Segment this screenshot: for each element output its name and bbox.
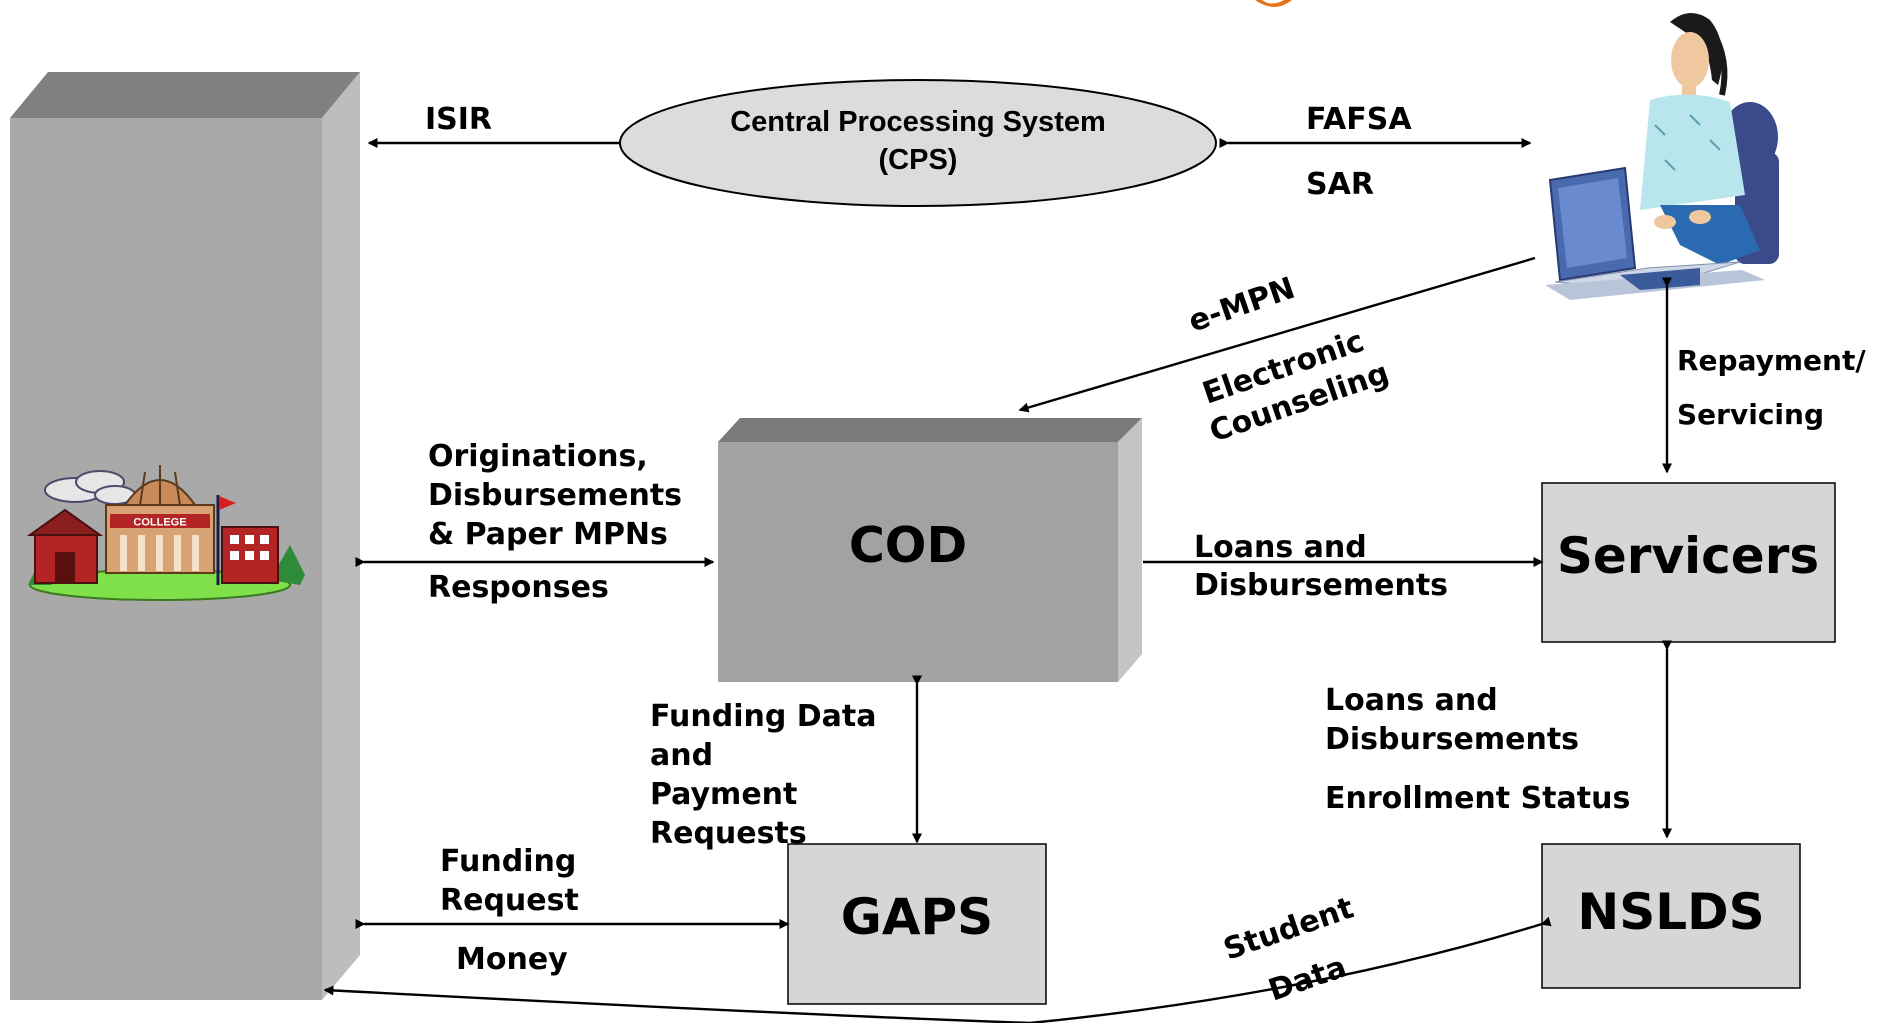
label-originations-2: Disbursements: [428, 478, 682, 513]
nslds-node: NSLDS: [1541, 843, 1801, 989]
orange-swoosh-fragment: [1255, 0, 1292, 7]
label-funding-data-1: Funding Data: [650, 699, 876, 734]
nslds-label: NSLDS: [1577, 883, 1764, 941]
cps-node: Central Processing System (CPS): [619, 79, 1217, 207]
student-at-computer-icon: [1545, 12, 1779, 300]
label-enrollment-status: Enrollment Status: [1325, 781, 1630, 816]
label-fafsa: FAFSA: [1306, 102, 1412, 137]
cod-label: COD: [849, 517, 967, 574]
label-loans-cod-2: Disbursements: [1194, 568, 1448, 603]
label-funding-data-2: and: [650, 738, 713, 773]
college-sign-text: COLLEGE: [133, 517, 186, 529]
arrow-student-data: [323, 916, 1552, 1023]
cod-node: COD: [718, 418, 1142, 682]
label-empn: e-MPN: [1184, 271, 1299, 340]
servicers-node: Servicers: [1541, 482, 1836, 643]
label-originations-3: & Paper MPNs: [428, 517, 668, 552]
servicers-label: Servicers: [1557, 527, 1819, 585]
label-responses: Responses: [428, 570, 609, 605]
gaps-node: GAPS: [787, 843, 1047, 1005]
label-funding-data-4: Requests: [650, 816, 807, 851]
label-servicing: Servicing: [1677, 398, 1824, 431]
label-loans-nslds-2: Disbursements: [1325, 722, 1579, 757]
label-funding-data-3: Payment: [650, 777, 797, 812]
label-loans-nslds-1: Loans and: [1325, 683, 1498, 718]
cps-label-line1: Central Processing System: [730, 106, 1106, 138]
gaps-label: GAPS: [841, 888, 993, 946]
label-data: Data: [1264, 950, 1351, 1009]
label-isir: ISIR: [425, 102, 492, 137]
label-repayment: Repayment/: [1677, 344, 1866, 377]
label-originations-1: Originations,: [428, 439, 648, 474]
label-money: Money: [456, 942, 568, 977]
label-loans-cod-1: Loans and: [1194, 530, 1367, 565]
cps-label-line2: (CPS): [879, 144, 958, 176]
label-funding-request-1: Funding: [440, 844, 576, 879]
college-icon: COLLEGE: [26, 465, 305, 601]
label-funding-request-2: Request: [440, 883, 579, 918]
label-sar: SAR: [1306, 167, 1374, 202]
arrow-empn: [1018, 256, 1536, 413]
